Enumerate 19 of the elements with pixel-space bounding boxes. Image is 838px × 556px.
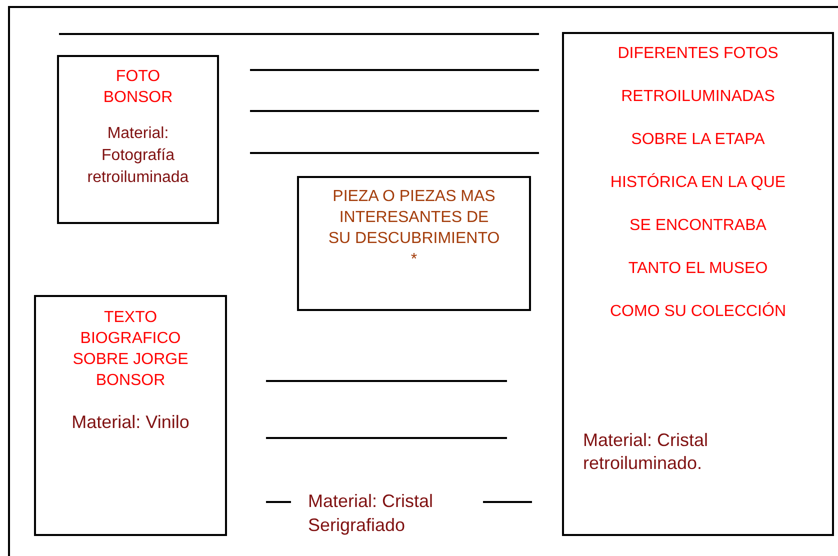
panel-text-line: COMO SU COLECCIÓN bbox=[608, 302, 787, 322]
photo-panel bbox=[57, 55, 219, 224]
material-note: Material: Cristal Serigrafiado bbox=[308, 490, 434, 537]
panel-text-line: DIFERENTES FOTOS bbox=[616, 44, 780, 64]
panel-text-line: HISTÓRICA EN LA QUE bbox=[609, 173, 787, 193]
panel-title: FOTO BONSOR bbox=[102, 67, 174, 108]
material-note: Material: Vinilo bbox=[72, 411, 190, 433]
biography-panel bbox=[34, 295, 227, 536]
display-frame bbox=[8, 6, 838, 556]
panel-text-line: RETROILUMINADAS bbox=[620, 87, 776, 107]
material-note: Material: Cristal retroiluminado. bbox=[583, 429, 710, 475]
panel-title: PIEZA O PIEZAS MAS INTERESANTES DE SU DESCUBRIMIENTO * bbox=[327, 187, 501, 270]
panel-text-line: SOBRE LA ETAPA bbox=[630, 130, 766, 150]
panel-text-line: TANTO EL MUSEO bbox=[627, 259, 769, 279]
panel-text-line: SE ENCONTRABA bbox=[628, 216, 768, 236]
backlit-photos-panel bbox=[562, 32, 834, 536]
exhibit-panel bbox=[297, 176, 531, 311]
panel-title: TEXTO BIOGRAFICO SOBRE JORGE BONSOR bbox=[72, 308, 190, 391]
material-note: Material: Fotografía retroiluminada bbox=[86, 124, 190, 188]
